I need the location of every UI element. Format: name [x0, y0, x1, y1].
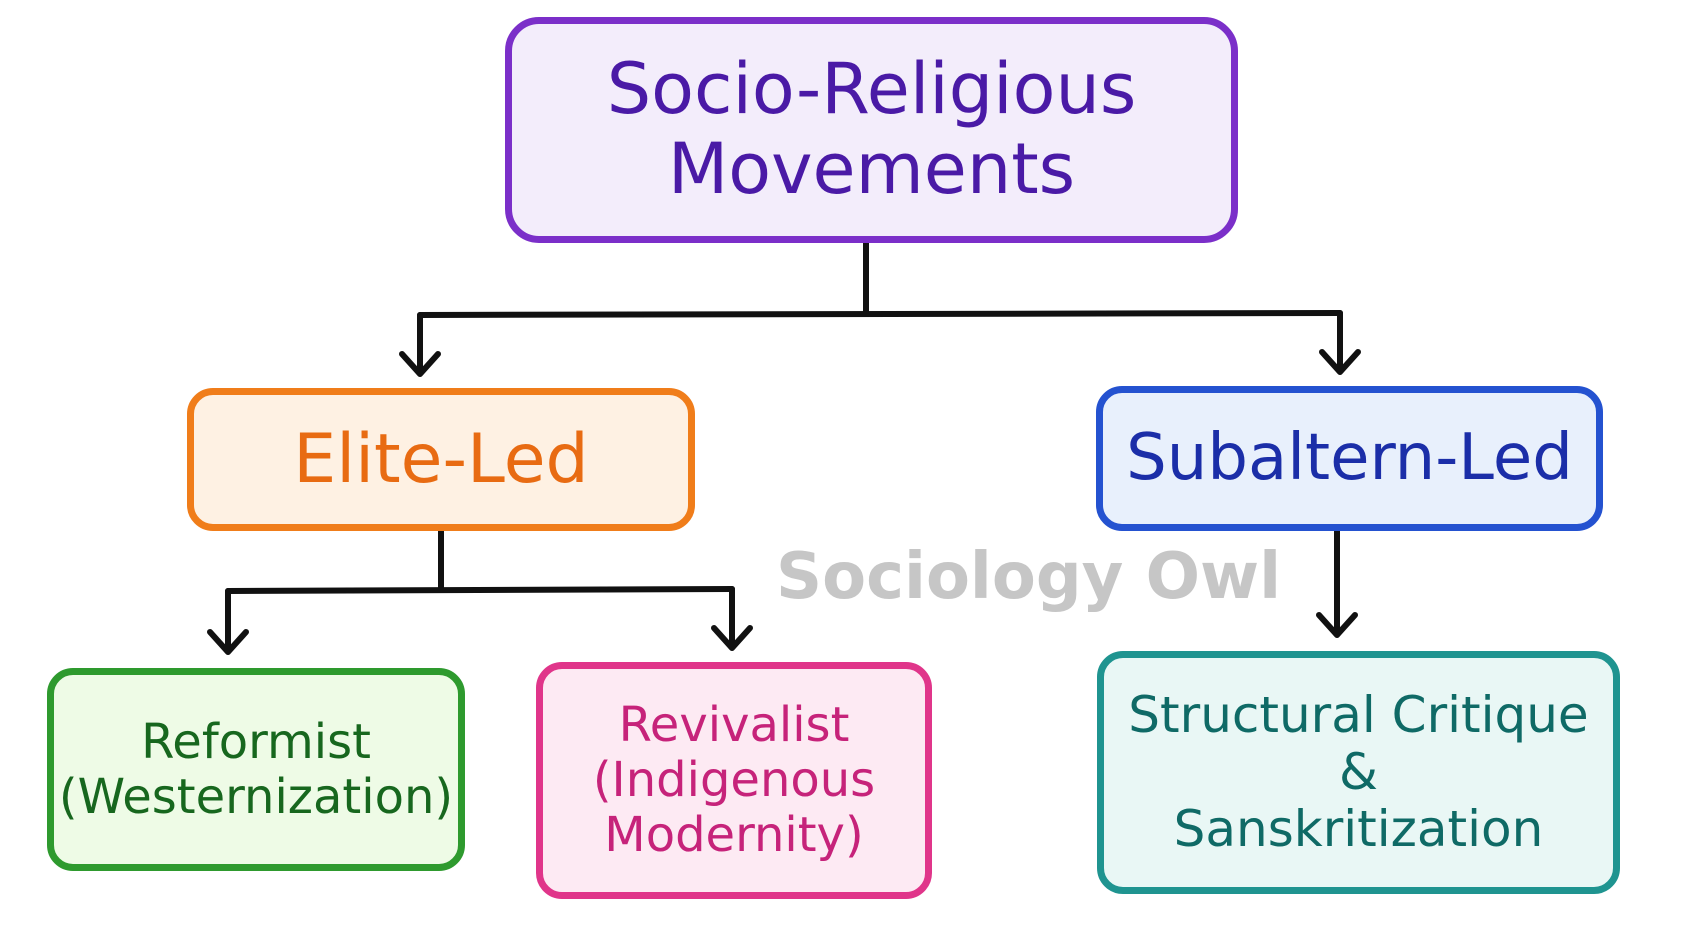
connector-root-bar [417, 310, 1343, 318]
structural-node-line-2: & [1339, 743, 1378, 801]
node-elite-led: Elite-Led [187, 388, 695, 531]
revivalist-node-line-2: (Indigenous [592, 752, 876, 809]
node-reformist: Reformist (Westernization) [47, 668, 465, 871]
structural-node-line-1: Structural Critique [1128, 686, 1589, 744]
subaltern-node-label: Subaltern-Led [1126, 421, 1573, 496]
root-node-line-1: Socio-Religious [606, 48, 1137, 131]
elite-node-label: Elite-Led [293, 419, 589, 499]
structural-node-line-3: Sanskritization [1173, 800, 1544, 858]
root-node-socio-religious-movements: Socio-Religious Movements [505, 17, 1238, 243]
watermark-text: Sociology Owl [776, 540, 1282, 614]
node-subaltern-led: Subaltern-Led [1096, 386, 1603, 531]
revivalist-node-line-1: Revivalist [618, 697, 850, 754]
arrowhead-elite [399, 351, 441, 377]
arrowhead-reformist [207, 629, 249, 655]
node-structural-critique: Structural Critique & Sanskritization [1097, 651, 1620, 894]
revivalist-node-line-3: Modernity) [604, 806, 864, 863]
node-revivalist: Revivalist (Indigenous Modernity) [536, 662, 932, 899]
connector-elite-bar [225, 586, 735, 594]
reformist-node-line-2: (Westernization) [58, 768, 454, 825]
arrowhead-subaltern [1319, 349, 1361, 375]
reformist-node-line-1: Reformist [141, 713, 371, 770]
arrowhead-revivalist [711, 625, 753, 651]
root-node-line-2: Movements [667, 128, 1076, 210]
arrowhead-structural [1316, 612, 1358, 638]
